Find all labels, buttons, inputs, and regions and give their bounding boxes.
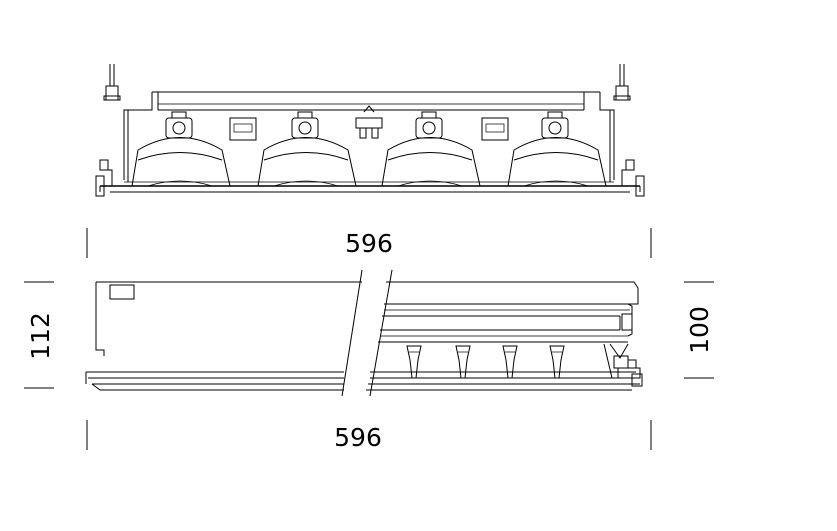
side-section-view: [85, 269, 643, 397]
dimension-bottom-width: 596: [86, 420, 652, 452]
reflector-3: [381, 111, 481, 187]
base-frame: [99, 181, 641, 193]
lamp-holder-4: [549, 345, 565, 379]
connector-block-right: [481, 117, 509, 141]
lamp-holder-2: [455, 345, 471, 379]
right-mounting-clip: [613, 64, 645, 197]
dimension-left-height-label: 112: [26, 312, 55, 360]
dimension-right-height: 100: [684, 281, 714, 379]
lamp-holder-1: [406, 345, 422, 379]
front-elevation-view: [95, 64, 645, 197]
center-terminal: [355, 105, 383, 139]
reflector-2: [257, 111, 357, 187]
dimension-bottom-width-label: 596: [334, 423, 382, 452]
dimension-top-width: 596: [86, 228, 652, 258]
reflector-1: [131, 111, 231, 187]
dimension-right-height-label: 100: [685, 306, 714, 354]
housing-outline: [123, 91, 615, 182]
dimension-left-height: 112: [24, 281, 55, 389]
reflector-4: [507, 111, 607, 187]
dimension-top-width-label: 596: [345, 229, 393, 258]
left-mounting-clip: [95, 64, 121, 197]
lamp-holder-3: [502, 345, 518, 379]
connector-block-left: [229, 117, 257, 141]
